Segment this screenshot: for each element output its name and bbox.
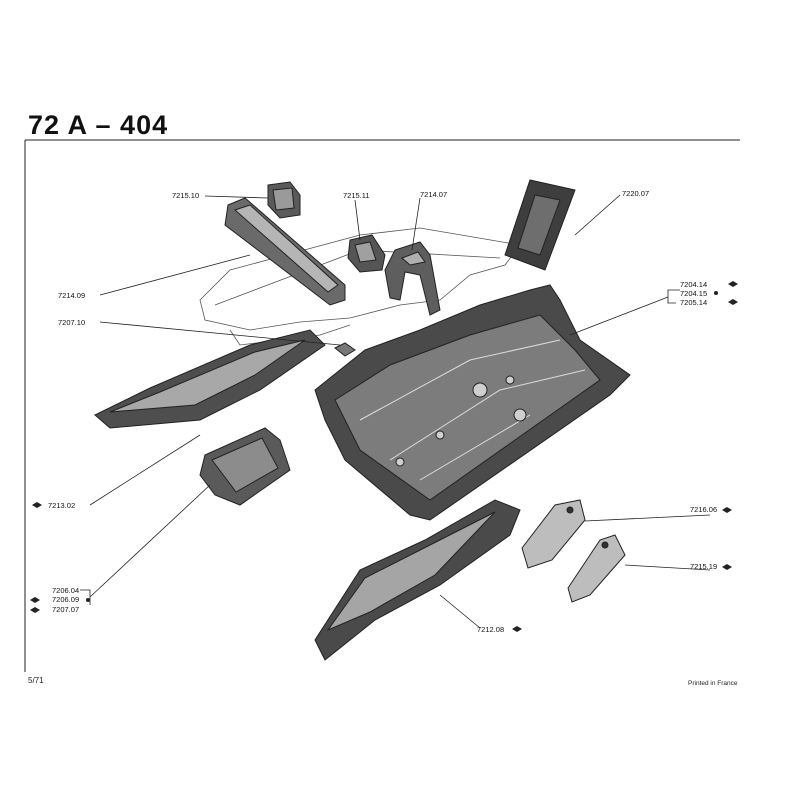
callout-7213-02: 7213.02	[48, 501, 75, 510]
part-7215-19	[567, 534, 626, 603]
callout-7220-07: 7220.07	[622, 189, 649, 198]
part-7215-11	[347, 234, 386, 273]
page-title: 72 A – 404	[28, 110, 169, 140]
printed-note: Printed in France	[688, 680, 738, 687]
callout-7206-09: 7206.09	[52, 595, 79, 604]
callout-7206-04: 7206.04	[52, 586, 79, 595]
part-7213-02	[94, 329, 326, 429]
callout-7212-08: 7212.08	[477, 625, 504, 634]
callout-7216-06: 7216.06	[690, 505, 717, 514]
callout-7204-15: 7204.15	[680, 289, 707, 298]
part-7215-10	[267, 181, 301, 219]
callout-7207-07: 7207.07	[52, 605, 79, 614]
leader-lines	[80, 194, 711, 629]
part-7214-07	[384, 241, 441, 316]
callout-7207-10: 7207.10	[58, 318, 85, 327]
part-main-floor-pan	[314, 284, 631, 521]
page-frame	[24, 139, 740, 672]
callout-7204-14: 7204.14	[680, 280, 707, 289]
callout-7215-10: 7215.10	[172, 191, 199, 200]
part-7212-08	[314, 499, 521, 661]
callout-7205-14: 7205.14	[680, 298, 707, 307]
callout-7215-11: 7215.11	[343, 191, 370, 200]
callout-7215-19: 7215.19	[690, 562, 717, 571]
part-7206-04	[199, 427, 291, 506]
callout-7214-07: 7214.07	[420, 190, 447, 199]
supply-markers	[30, 281, 738, 632]
part-7220-07	[504, 179, 576, 271]
part-7214-09	[224, 197, 346, 306]
callout-7214-09: 7214.09	[58, 291, 85, 300]
part-7207-10	[334, 342, 356, 357]
page-number: 5/71	[28, 676, 44, 685]
part-7216-06	[521, 499, 586, 569]
